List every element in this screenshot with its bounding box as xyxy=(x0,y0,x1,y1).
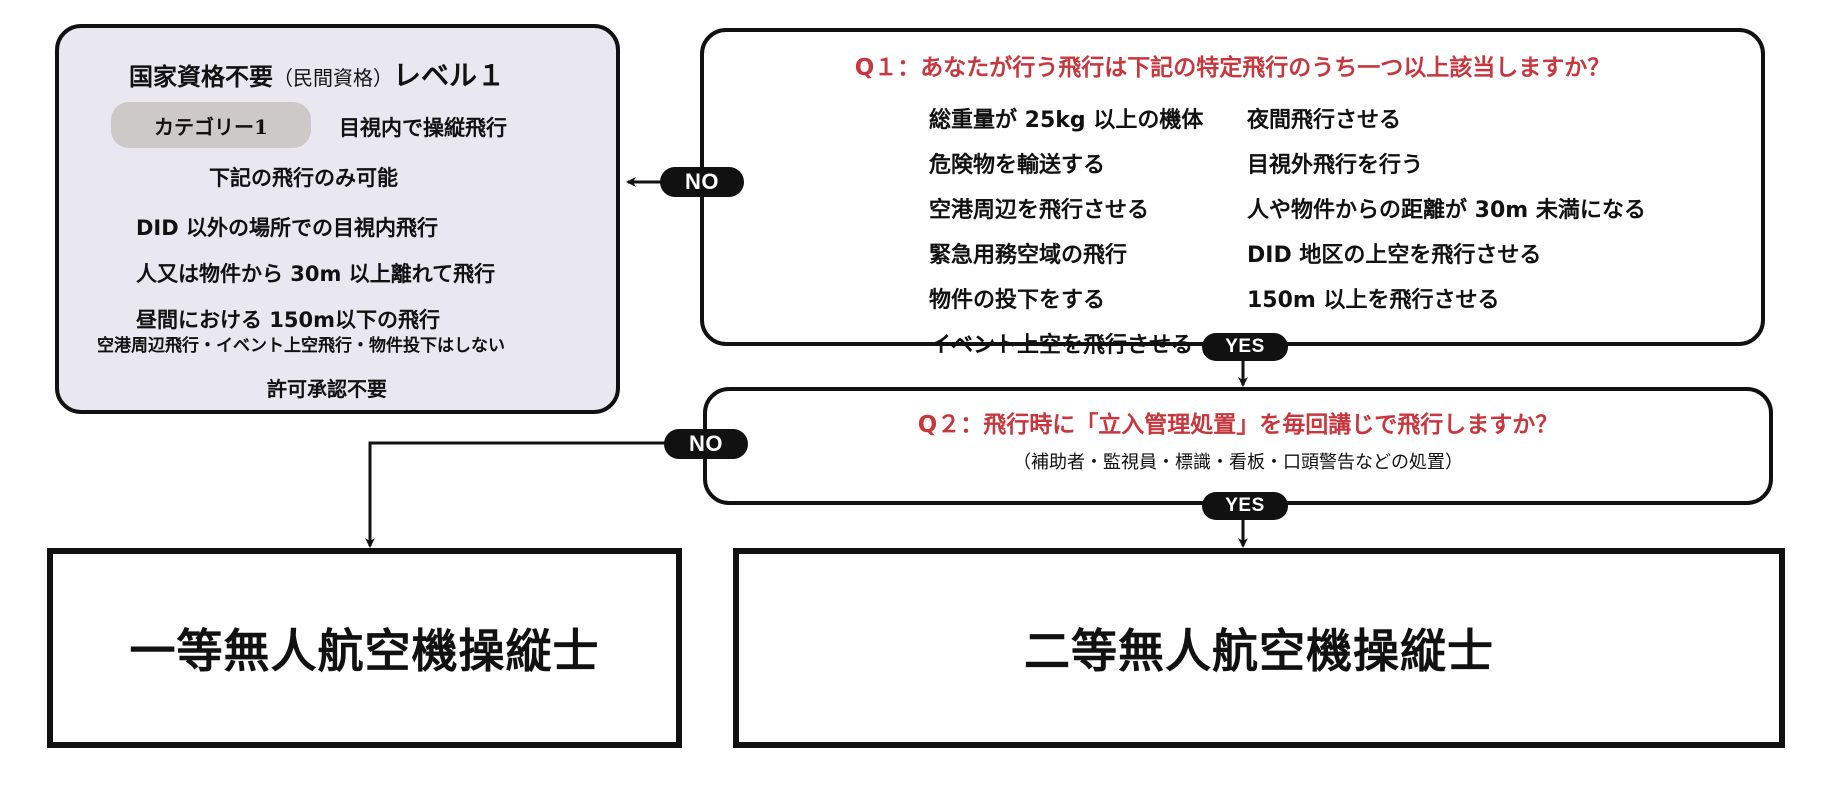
q1-item: 目視外飛行を行う xyxy=(1247,153,1424,178)
level1-condition: 昼間における 150m以下の飛行 xyxy=(136,308,441,332)
q1-item: 夜間飛行させる xyxy=(1247,108,1402,133)
q1-item: 総重量が 25kg 以上の機体 xyxy=(929,108,1204,133)
q1-item: 空港周辺を飛行させる xyxy=(929,198,1150,223)
q2-note: （補助者・監視員・標識・看板・口頭警告などの処置） xyxy=(1013,452,1463,473)
second-class-box: 二等無人航空機操縦士 xyxy=(733,548,1785,748)
q1-box: Q１：あなたが行う飛行は下記の特定飛行のうち一つ以上該当しますか？ 総重量が 2… xyxy=(700,28,1765,358)
q1-question: Q１：あなたが行う飛行は下記の特定飛行のうち一つ以上該当しますか？ xyxy=(854,55,1611,81)
restriction-note: 空港周辺飛行・イベント上空飛行・物件投下はしない xyxy=(97,336,505,356)
second-class-label: 二等無人航空機操縦士 xyxy=(1024,624,1494,678)
category-desc: 目視内で操縦飛行 xyxy=(339,116,507,140)
category-badge: カテゴリー1 xyxy=(111,102,311,148)
level1-title-level: レベル１ xyxy=(393,59,506,92)
q1-item: 緊急用務空域の飛行 xyxy=(929,243,1128,268)
level1-title: 国家資格不要（民間資格）レベル１ xyxy=(129,54,505,94)
q1-left-items: 総重量が 25kg 以上の機体 危険物を輸送する 空港周辺を飛行させる 緊急用務… xyxy=(929,102,1203,359)
level1-title-main: 国家資格不要 xyxy=(129,63,273,91)
level1-title-paren: （民間資格） xyxy=(273,66,393,90)
level1-conditions: DID 以外の場所での目視内飛行 人又は物件から 30m 以上離れて飛行 昼間に… xyxy=(136,212,495,334)
q1-item: 危険物を輸送する xyxy=(929,153,1106,178)
q1-item: 150m 以上を飛行させる xyxy=(1247,288,1500,313)
permit-note: 許可承認不要 xyxy=(267,377,387,401)
level1-condition: 人又は物件から 30m 以上離れて飛行 xyxy=(136,262,496,286)
q1-item: DID 地区の上空を飛行させる xyxy=(1247,243,1542,268)
first-class-label: 一等無人航空機操縦士 xyxy=(129,624,600,678)
level1-condition: DID 以外の場所での目視内飛行 xyxy=(136,216,438,240)
q1-item: 人や物件からの距離が 30m 未満になる xyxy=(1247,198,1646,223)
q2-question: Q２：飛行時に「立入管理処置」を毎回講じで飛行しますか？ xyxy=(917,412,1559,438)
q2-box: Q２：飛行時に「立入管理処置」を毎回講じで飛行しますか？ （補助者・監視員・標識… xyxy=(703,387,1773,505)
q1-yes-badge: YES xyxy=(1202,333,1288,361)
first-class-box: 一等無人航空機操縦士 xyxy=(47,548,682,748)
level1-box: 国家資格不要（民間資格）レベル１ カテゴリー1 目視内で操縦飛行 下記の飛行のみ… xyxy=(55,24,620,414)
q2-yes-badge: YES xyxy=(1202,492,1288,520)
q1-item: 物件の投下をする xyxy=(929,288,1106,313)
q1-no-badge: NO xyxy=(660,167,744,197)
q2-no-arrow xyxy=(365,441,703,548)
q1-right-items: 夜間飛行させる 目視外飛行を行う 人や物件からの距離が 30m 未満になる DI… xyxy=(1247,102,1646,314)
q1-item: イベント上空を飛行させる xyxy=(929,333,1194,358)
q2-no-badge: NO xyxy=(664,429,748,459)
only-possible-label: 下記の飛行のみ可能 xyxy=(209,166,398,190)
